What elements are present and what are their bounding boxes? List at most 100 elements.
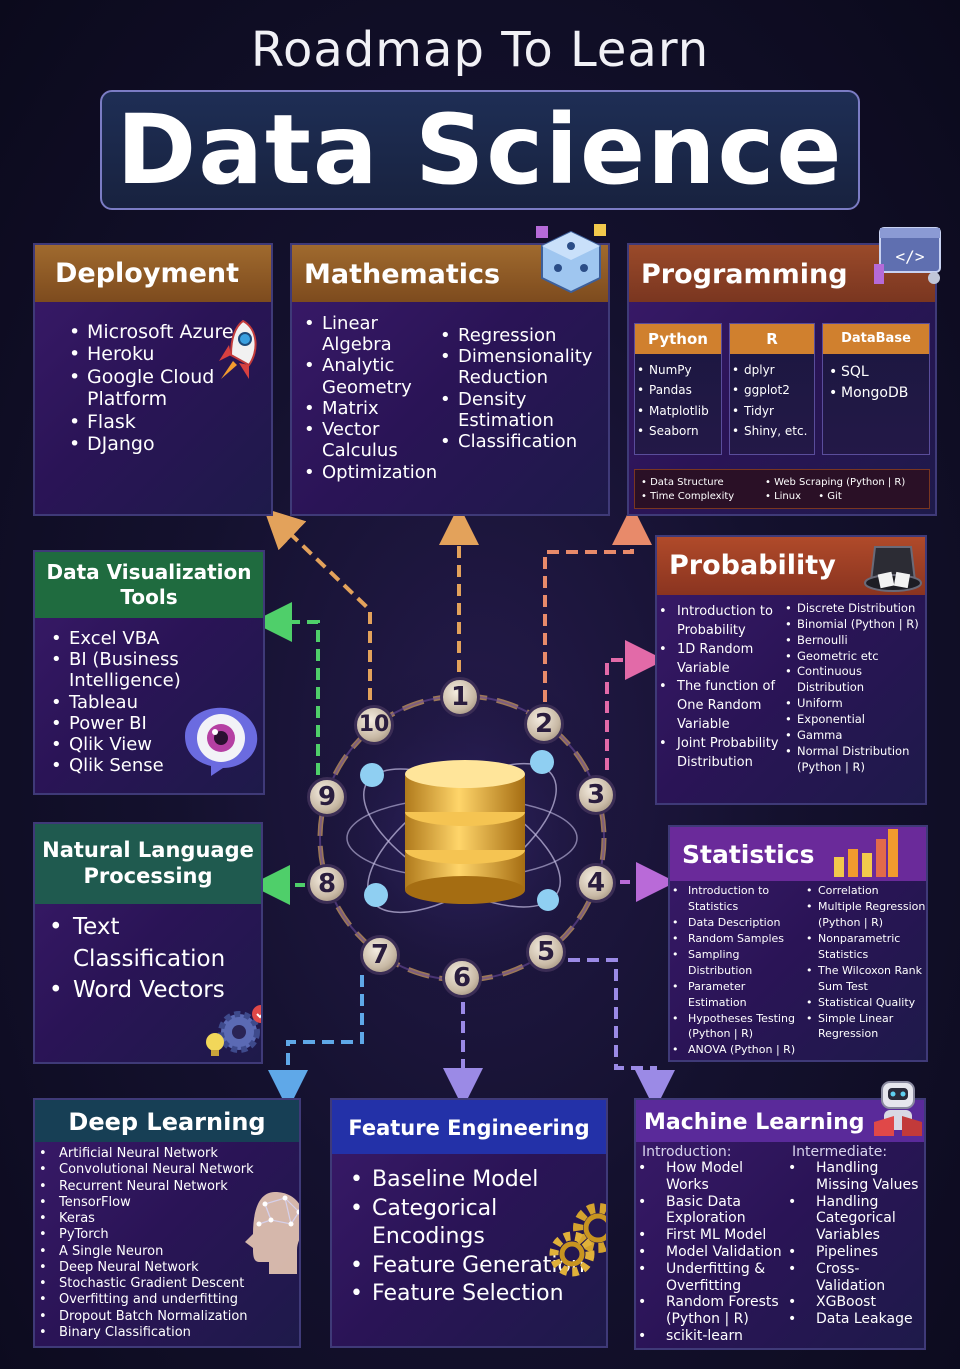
list-item: Discrete Distribution: [783, 601, 925, 617]
list-item: Feature Generation: [346, 1252, 606, 1281]
list-item: The Wilcoxon Rank Sum Test: [804, 963, 926, 995]
list-item: Qlik Sense: [47, 755, 257, 776]
list-item: Handling Missing Values: [786, 1160, 924, 1194]
ml-intro-label: Introduction:: [642, 1144, 732, 1160]
deployment-list: Microsoft Azure Heroku Google Cloud Plat…: [65, 321, 235, 456]
list-item: Deep Neural Network: [37, 1260, 287, 1277]
list-item: Geometric etc: [783, 649, 925, 665]
list-item: Joint Probability Distribution: [657, 735, 785, 773]
list-item: Cross-Validation: [786, 1261, 924, 1295]
list-item: Binomial (Python | R): [783, 617, 925, 633]
list-item: Text Classification: [45, 912, 260, 975]
mathematics-right-list: Regression Dimensionality Reduction Dens…: [436, 325, 606, 453]
step-3: 3: [576, 775, 616, 815]
list-item: Optimization: [300, 462, 450, 483]
list-item: Keras: [37, 1211, 287, 1228]
probability-card: Probability Introduction to Probability …: [655, 535, 927, 805]
step-4: 4: [576, 863, 616, 903]
deep-learning-title: Deep Learning: [35, 1100, 299, 1142]
list-item: Power BI: [47, 713, 257, 734]
list-item: Nonparametric Statistics: [804, 931, 926, 963]
code-window-icon: </>: [874, 227, 941, 284]
list-item: SQL: [827, 362, 931, 383]
list-item: Vector Calculus: [300, 419, 450, 461]
step-10: 10: [354, 705, 394, 745]
list-item: Microsoft Azure: [65, 321, 235, 344]
step-6: 6: [442, 958, 482, 998]
list-item: How Model Works: [636, 1160, 788, 1194]
list-item: NumPy: [635, 360, 723, 381]
list-item: Classification: [436, 431, 606, 452]
list-item: Model Validation: [636, 1244, 788, 1261]
list-item: PyTorch: [37, 1227, 287, 1244]
list-item: Binary Classification: [37, 1325, 287, 1342]
statistics-right-list: Correlation Multiple Regression (Python …: [804, 883, 926, 1042]
list-item: Tableau: [47, 692, 257, 713]
step-7: 7: [360, 935, 400, 975]
list-item: Uniform: [783, 696, 925, 712]
database-label: DataBase: [823, 324, 929, 354]
footer-item: Web Scraping (Python | R): [774, 477, 906, 488]
programming-card: Programming Python NumPy Pandas Matplotl…: [627, 243, 937, 516]
list-item: MongoDB: [827, 383, 931, 404]
list-item: XGBoost: [786, 1294, 924, 1311]
list-item: DJango: [65, 433, 235, 456]
list-item: Normal Distribution (Python | R): [783, 744, 925, 776]
list-item: Multiple Regression (Python | R): [804, 899, 926, 931]
main-title: Data Science: [100, 90, 860, 210]
statistics-left-list: Introduction to Statistics Data Descript…: [670, 883, 806, 1058]
deep-learning-card: Deep Learning Artificial Neural Network …: [33, 1098, 301, 1348]
list-item: Exponential: [783, 712, 925, 728]
eye-icon: [185, 707, 258, 776]
svg-text:</>: </>: [896, 247, 925, 266]
nlp-list: Text Classification Word Vectors: [45, 912, 260, 1007]
list-item: Pipelines: [786, 1244, 924, 1261]
list-item: Pandas: [635, 380, 723, 401]
database-icon: [405, 760, 525, 904]
list-item: Baseline Model: [346, 1166, 606, 1195]
list-item: dplyr: [730, 360, 816, 381]
python-box: Python NumPy Pandas Matplotlib Seaborn: [634, 323, 722, 455]
list-item: Underfitting & Overfitting: [636, 1261, 788, 1295]
ml-intro-list: How Model Works Basic Data Exploration F…: [636, 1160, 788, 1345]
top-hat-dice-icon: [864, 546, 922, 592]
list-item: Data Description: [670, 915, 806, 931]
list-item: Continuous Distribution: [783, 664, 925, 696]
database-box: DataBase SQL MongoDB: [822, 323, 930, 455]
footer-item: Git: [827, 490, 842, 502]
list-item: Feature Selection: [346, 1280, 606, 1309]
list-item: BI (Business Intelligence): [47, 649, 257, 691]
list-item: Data Leakage: [786, 1311, 924, 1328]
list-item: Qlik View: [47, 734, 257, 755]
list-item: Recurrent Neural Network: [37, 1179, 287, 1196]
probability-left-list: Introduction to Probability 1D Random Va…: [657, 603, 785, 773]
list-item: Tidyr: [730, 401, 816, 422]
list-item: Parameter Estimation: [670, 979, 806, 1011]
list-item: TensorFlow: [37, 1195, 287, 1212]
list-item: Seaborn: [635, 421, 723, 442]
list-item: Dropout Batch Normalization: [37, 1309, 287, 1326]
r-label: R: [730, 324, 814, 354]
deployment-title: Deployment: [35, 245, 271, 302]
list-item: Dimensionality Reduction: [436, 346, 606, 388]
list-item: Statistical Quality: [804, 995, 926, 1011]
list-item: Random Forests (Python | R): [636, 1294, 788, 1328]
step-8: 8: [307, 864, 347, 904]
robot-icon: [874, 1081, 922, 1136]
python-label: Python: [635, 324, 721, 354]
list-item: Categorical Encodings: [346, 1195, 606, 1252]
list-item: Bernoulli: [783, 633, 925, 649]
deployment-card: Deployment Microsoft Azure Heroku Google…: [33, 243, 273, 516]
brain-head-icon: [245, 1192, 299, 1274]
list-item: The function of One Random Variable: [657, 678, 785, 735]
deep-learning-list: Artificial Neural Network Convolutional …: [37, 1146, 287, 1341]
list-item: Introduction to Probability: [657, 603, 785, 641]
feature-engineering-card: Feature Engineering Baseline Model Categ…: [330, 1098, 608, 1348]
rocket-icon: [219, 319, 257, 379]
machine-learning-card: Machine Learning Introduction: How Model…: [634, 1098, 926, 1350]
list-item: Introduction to Statistics: [670, 883, 806, 915]
bar-chart-icon: [834, 829, 898, 877]
list-item: Handling Categorical Variables: [786, 1194, 924, 1244]
mathematics-left-list: Linear Algebra Analytic Geometry Matrix …: [300, 313, 450, 483]
